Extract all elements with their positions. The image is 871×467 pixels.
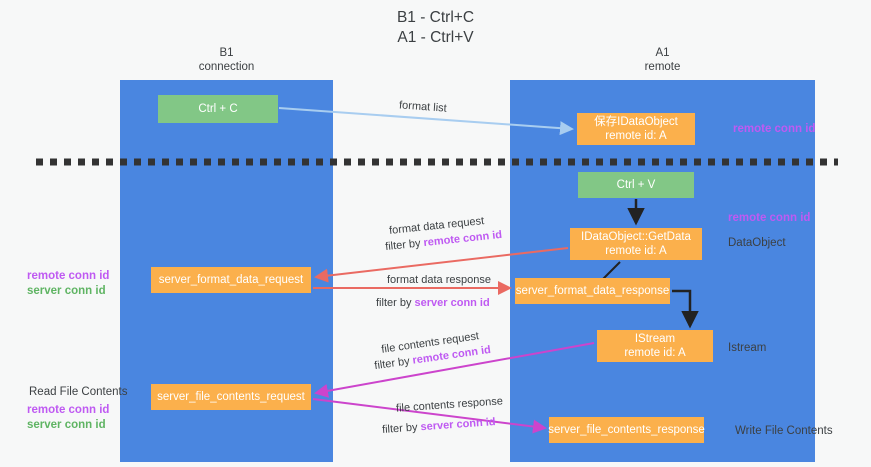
diagram-title: B1 - Ctrl+C A1 - Ctrl+V (396, 9, 475, 46)
node-ctrl-c[interactable]: Ctrl + C (158, 95, 278, 123)
node-idataobject-getdata[interactable]: IDataObject::GetData remote id: A (570, 228, 702, 260)
node-save-idataobject[interactable]: 保存IDataObject remote id: A (577, 113, 695, 145)
node-ctrl-v[interactable]: Ctrl + V (578, 172, 694, 198)
node-istream[interactable]: IStream remote id: A (597, 330, 713, 362)
annotation-right-remote-conn-id-top: remote conn id (733, 123, 816, 135)
node-server-format-data-request[interactable]: server_format_data_request (151, 267, 311, 293)
filter-key-server-conn-id: server conn id (420, 416, 496, 434)
annotation-left-server-conn-id-2: server conn id (27, 419, 106, 431)
annotation-right-remote-conn-id-mid: remote conn id (728, 212, 811, 224)
annotation-left-remote-conn-id-2: remote conn id (27, 404, 110, 416)
filter-prefix: filter by (381, 421, 421, 436)
annotation-left-read-file-contents: Read File Contents (29, 386, 128, 398)
annotation-right-dataobject: DataObject (728, 237, 786, 249)
edge-label-format-data-response: format data response (387, 274, 491, 286)
node-server-file-contents-response[interactable]: server_file_contents_response (548, 417, 705, 443)
filter-prefix: filter by (373, 354, 414, 373)
annotation-left-remote-conn-id-1: remote conn id (27, 270, 110, 282)
annotation-right-write-file-contents: Write File Contents (735, 425, 833, 437)
edge-label-file-contents-response-filter: filter by server conn id (382, 415, 496, 438)
lane-header-a1: A1 remote (644, 47, 681, 73)
edge-label-format-list: format list (398, 99, 448, 115)
edge-label-format-data-response-filter: filter by server conn id (376, 296, 490, 311)
edge-label-file-contents-response: file contents response (395, 395, 504, 415)
node-server-format-data-response[interactable]: server_format_data_response (515, 278, 670, 304)
filter-prefix: filter by (376, 297, 415, 309)
annotation-left-server-conn-id-1: server conn id (27, 285, 106, 297)
filter-prefix: filter by (384, 237, 425, 254)
annotation-right-istream: Istream (728, 342, 767, 354)
lane-header-b1: B1 connection (198, 47, 255, 73)
node-server-file-contents-request[interactable]: server_file_contents_request (151, 384, 311, 410)
filter-key-server-conn-id: server conn id (414, 297, 490, 309)
